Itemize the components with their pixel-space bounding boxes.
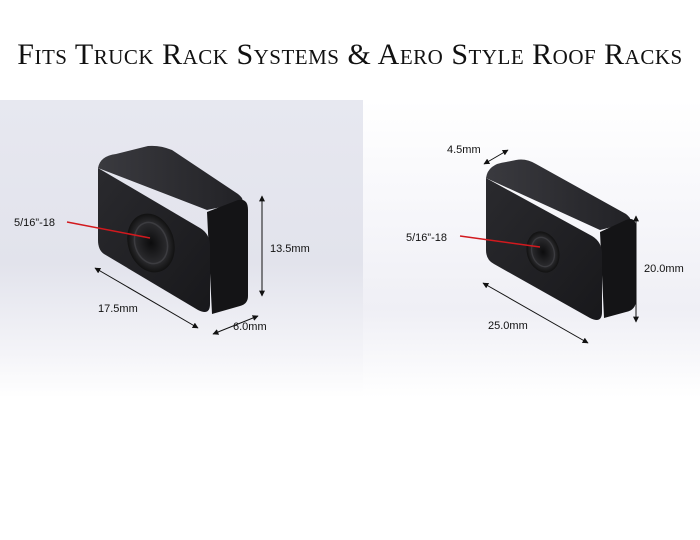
right-nut <box>486 159 636 320</box>
left-nut <box>98 145 248 314</box>
right-depth-dimension <box>483 149 509 165</box>
right-depth-label: 4.5mm <box>447 144 481 156</box>
left-depth-dimension <box>212 315 259 335</box>
left-width-dimension <box>94 267 199 329</box>
right-height-label: 20.0mm <box>644 263 684 275</box>
right-width-label: 25.0mm <box>488 320 528 332</box>
left-nut-top-face <box>98 145 243 210</box>
page-title: Fits Truck Rack Systems & Aero Style Roo… <box>17 38 683 71</box>
right-thread-leader <box>459 235 541 248</box>
right-nut-side-face <box>600 219 636 318</box>
right-width-dimension <box>482 282 589 344</box>
left-thread-leader <box>66 221 151 239</box>
left-height-label: 13.5mm <box>270 243 310 255</box>
left-nut-side-face <box>207 199 248 314</box>
left-thread-label: 5/16”-18 <box>14 217 55 229</box>
right-nut-top-face <box>486 159 631 230</box>
right-thread-label: 5/16”-18 <box>406 232 447 244</box>
left-nut-threaded-hole <box>127 213 175 273</box>
right-nut-threaded-hole <box>526 231 560 273</box>
left-depth-label: 6.0mm <box>233 321 267 333</box>
left-width-label: 17.5mm <box>98 303 138 315</box>
